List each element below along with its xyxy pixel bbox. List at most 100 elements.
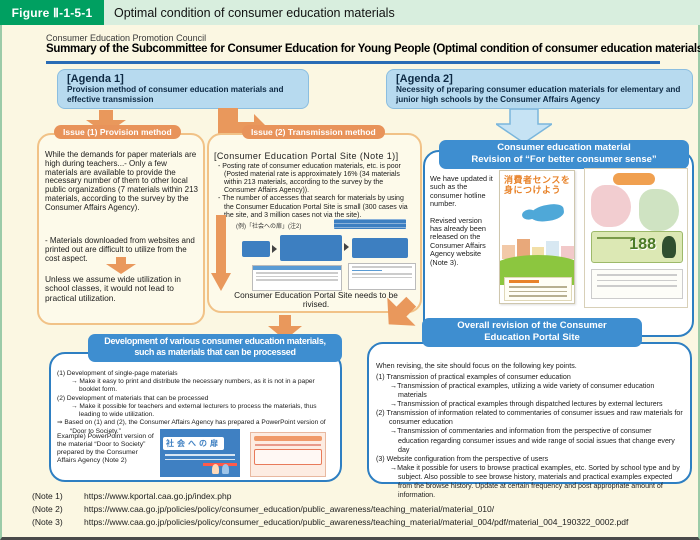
arrow-issue2-internal xyxy=(211,215,231,291)
portal-flow-box-3 xyxy=(352,238,408,258)
booklet-contents-list xyxy=(504,277,572,301)
flow-arrow-right-icon xyxy=(272,245,277,253)
summary-title: Summary of the Subcommittee for Consumer… xyxy=(46,43,700,55)
portal-line: →Transmission of practical examples thro… xyxy=(390,400,663,409)
booklet-form-area xyxy=(591,269,683,299)
form-line xyxy=(597,279,677,281)
issue-1-conclusion: Unless we assume wide utilization in sch… xyxy=(45,274,181,303)
agenda-2-label: [Agenda 2] xyxy=(396,73,453,85)
slide-line xyxy=(165,458,235,460)
list-line xyxy=(509,290,567,292)
revision-title-line2: Revision of “For better consumer sense” xyxy=(471,153,657,165)
screenshot-header-bar xyxy=(253,266,341,270)
footnote-row: (Note 2) https://www.caa.go.jp/policies/… xyxy=(32,503,628,516)
building-shape xyxy=(561,246,574,259)
portal-screenshot-2 xyxy=(348,263,416,290)
character-illustration-2 xyxy=(639,189,679,231)
portal-title-line1: Overall revision of the Consumer xyxy=(457,320,607,331)
building-shape xyxy=(502,245,515,259)
development-line: (2) Development of materials that can be… xyxy=(57,394,209,402)
revision-box-text: We have updated it such as the consumer … xyxy=(430,174,494,267)
character-icon xyxy=(222,464,229,474)
portal-box-title: Overall revision of the Consumer Educati… xyxy=(422,318,642,347)
mascot-icon xyxy=(662,236,676,258)
issue-1-label: Issue (1) Provision method xyxy=(54,125,181,139)
development-example-caption: Example) PowerPoint version of the mater… xyxy=(57,433,154,465)
speech-bubble-icon xyxy=(613,173,655,185)
figure-number-badge: Figure Ⅱ-1-5-1 xyxy=(0,0,104,25)
issue-1-body: While the demands for paper materials ar… xyxy=(45,150,198,212)
note-1-label: (Note 1) xyxy=(32,491,63,501)
figure-header: Figure Ⅱ-1-5-1 Optimal condition of cons… xyxy=(0,0,700,25)
screenshot-line xyxy=(256,275,338,277)
agenda-2-box: [Agenda 2] Necessity of preparing consum… xyxy=(386,69,693,110)
character-icon xyxy=(212,464,219,474)
screenshot-line xyxy=(352,273,412,275)
list-heading-bar xyxy=(509,280,539,283)
portal-line: (3) Website configuration from the persp… xyxy=(376,454,549,463)
slide-title: 社会への扉 xyxy=(163,437,224,450)
note-3-url: https://www.caa.go.jp/policies/policy/co… xyxy=(84,517,629,528)
agenda-1-text: Provision method of consumer education m… xyxy=(67,85,284,104)
portal-line: →Make it possible for users to browse pr… xyxy=(390,463,680,500)
agenda-2-text: Necessity of preparing consumer educatio… xyxy=(396,85,681,104)
list-line xyxy=(509,295,567,297)
hotline-number: 188 xyxy=(629,236,656,253)
revision-para-2: Revised version has already been release… xyxy=(430,215,486,267)
form-line xyxy=(597,285,677,287)
booklet-page-image: 188 xyxy=(584,168,688,308)
screenshot-line xyxy=(352,276,412,278)
building-shape xyxy=(516,239,530,259)
arrow-to-portal-box xyxy=(387,296,417,326)
portal-diagram-caption: (例)「社会への扉」(注2) xyxy=(236,224,302,230)
slide-line xyxy=(165,454,235,456)
booklet-cover-image: 消費者センスを身につけよう xyxy=(499,170,575,304)
development-title-line2: such as materials that can be processed xyxy=(134,347,296,358)
agenda-1-label: [Agenda 1] xyxy=(67,73,124,85)
arrow-issue1-internal xyxy=(106,257,136,274)
development-line: (1) Development of single-page materials xyxy=(57,370,178,377)
banner-text-line xyxy=(597,237,635,239)
portal-site-heading: [Consumer Education Portal Site (Note 1)… xyxy=(214,151,399,161)
portal-title-line2: Education Portal Site xyxy=(484,331,580,343)
issue-2-bullets: - Posting rate of consumer education mat… xyxy=(214,163,414,220)
agenda-1-box: [Agenda 1] Provision method of consumer … xyxy=(57,69,309,110)
note-3-label: (Note 3) xyxy=(32,517,63,528)
title-underline xyxy=(46,61,660,64)
issue-2-bullet-2: - The number of accesses that search for… xyxy=(218,195,408,219)
building-shape xyxy=(546,241,560,259)
note-1-url: https://www.kportal.caa.go.jp/index.php xyxy=(84,491,232,501)
portal-flow-box-1 xyxy=(242,241,270,257)
note-2-url: https://www.caa.go.jp/policies/policy/co… xyxy=(84,504,495,515)
form-line xyxy=(597,274,677,276)
note-2-label: (Note 2) xyxy=(32,504,63,515)
portal-box-intro: When revising, the site should focus on … xyxy=(376,362,577,370)
development-line: → Make it possible for teachers and exte… xyxy=(71,402,317,419)
footnote-row: (Note 1) https://www.kportal.caa.go.jp/i… xyxy=(32,490,628,503)
portal-screenshot-1 xyxy=(252,265,342,291)
slide-red-text-bar xyxy=(203,463,237,466)
development-title-line1: Development of various consumer educatio… xyxy=(104,336,326,346)
screenshot-line xyxy=(352,266,412,268)
revision-para-1: We have updated it such as the consumer … xyxy=(430,174,493,209)
bird-illustration-icon xyxy=(529,202,565,224)
summary-title-text: Summary of the Subcommittee for Consumer… xyxy=(46,43,700,55)
footnote-row: (Note 3) https://www.caa.go.jp/policies/… xyxy=(32,516,628,529)
portal-line: →Transmission of commentaries and inform… xyxy=(390,427,675,454)
issue-2-conclusion: Consumer Education Portal Site needs to … xyxy=(234,290,398,310)
portal-line: (1) Transmission of practical examples o… xyxy=(376,373,571,381)
issue-2-label: Issue (2) Transmission method xyxy=(242,125,385,139)
arrow-to-development-box xyxy=(268,315,302,340)
powerpoint-slide-image: 社会への扉 xyxy=(160,429,240,477)
development-line: ⇒ Based on (1) and (2), the Consumer Aff… xyxy=(57,419,326,435)
list-line xyxy=(509,286,567,288)
flow-arrow-right-icon xyxy=(344,243,349,251)
revision-title-line1: Consumer education material xyxy=(497,142,631,153)
council-name: Consumer Education Promotion Council xyxy=(46,33,207,43)
figure-title: Optimal condition of consumer education … xyxy=(114,5,395,20)
revision-box-title: Consumer education material Revision of … xyxy=(439,140,689,169)
issue-1-body-2: - Materials downloaded from websites and… xyxy=(45,236,195,263)
portal-line: (2) Transmission of information related … xyxy=(376,409,683,427)
issue-2-bullet-1: - Posting rate of consumer education mat… xyxy=(218,163,401,195)
